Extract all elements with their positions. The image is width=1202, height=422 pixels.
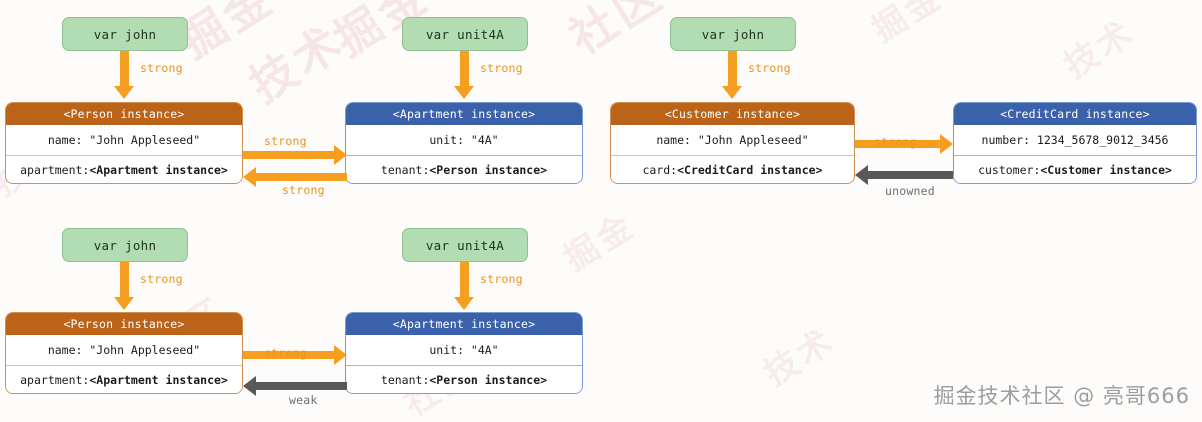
arrow-label-strong: strong	[748, 61, 791, 75]
row-key: customer:	[978, 162, 1041, 177]
row-value: <Customer instance>	[1040, 162, 1172, 177]
arrow-strong-customer-to-creditcard	[855, 134, 953, 154]
instance-row-customer: customer: <Customer instance>	[954, 154, 1196, 183]
var-box-john-3: var john	[62, 228, 188, 262]
arrow-head	[243, 167, 256, 187]
arrow-head	[334, 145, 347, 165]
arrow-shaft	[855, 140, 942, 148]
row-value: <Person instance>	[429, 162, 548, 177]
arrow-shaft	[120, 262, 129, 298]
var-box-unit4a-1: var unit4A	[402, 17, 528, 51]
bg-watermark: 掘金	[865, 0, 951, 51]
instance-box-person-2: <Person instance> name: "John Appleseed"…	[5, 312, 243, 394]
arrow-label-strong: strong	[874, 135, 917, 149]
var-box-unit4a-2: var unit4A	[402, 228, 528, 262]
row-key: tenant:	[380, 372, 430, 387]
var-box-john-1: var john	[62, 17, 188, 51]
arrow-label-strong: strong	[264, 346, 307, 360]
arrow-label-strong: strong	[480, 272, 523, 286]
instance-row-unit: unit: "4A"	[346, 125, 582, 155]
arrow-shaft	[728, 51, 737, 87]
arrow-strong-person-to-apartment-2	[243, 345, 347, 365]
instance-box-apartment-2: <Apartment instance> unit: "4A" tenant: …	[345, 312, 583, 394]
arrow-head	[454, 86, 474, 99]
instance-row-name: name: "John Appleseed"	[611, 125, 854, 155]
var-box-label: var john	[93, 237, 157, 253]
arrow-strong-unit4a-to-apartment-2	[454, 262, 475, 310]
row-key: apartment:	[20, 372, 90, 387]
row-key: apartment:	[20, 162, 90, 177]
instance-row-card: card: <CreditCard instance>	[611, 154, 854, 183]
arrow-head	[855, 165, 868, 185]
arrow-head	[334, 345, 347, 365]
bg-watermark: 技术	[757, 320, 843, 395]
instance-title: <Apartment instance>	[346, 313, 582, 335]
arrow-label-strong: strong	[282, 183, 325, 197]
arrow-label-strong: strong	[480, 61, 523, 75]
arrow-head	[114, 86, 134, 99]
arrow-strong-apartment-to-person-1	[243, 167, 347, 187]
arrow-head	[114, 297, 134, 310]
row-value: <Apartment instance>	[89, 372, 228, 387]
bg-watermark: 掘金	[557, 205, 643, 280]
arrow-shaft	[243, 351, 336, 359]
arrow-shaft	[460, 51, 469, 87]
arrow-head	[454, 297, 474, 310]
arrow-head	[243, 376, 256, 396]
arrow-label-strong: strong	[140, 272, 183, 286]
bg-watermark: 技术	[1057, 12, 1143, 87]
instance-row-unit: unit: "4A"	[346, 335, 582, 365]
instance-title: <Customer instance>	[611, 103, 854, 125]
arrow-strong-john-to-person-2	[114, 262, 135, 310]
instance-row-apartment: apartment: <Apartment instance>	[6, 154, 242, 183]
row-value: <Person instance>	[429, 372, 548, 387]
arrow-head	[940, 134, 953, 154]
arrow-label-strong: strong	[140, 61, 183, 75]
row-value: <Apartment instance>	[89, 162, 228, 177]
var-box-john-2: var john	[670, 17, 796, 51]
arrow-shaft	[120, 51, 129, 87]
instance-row-tenant: tenant: <Person instance>	[346, 364, 582, 393]
instance-row-apartment: apartment: <Apartment instance>	[6, 364, 242, 393]
arrow-strong-person-to-apartment-1	[243, 145, 347, 165]
row-key: tenant:	[380, 162, 430, 177]
instance-box-apartment-1: <Apartment instance> unit: "4A" tenant: …	[345, 102, 583, 184]
bg-watermark: 技术	[239, 14, 354, 113]
arrow-strong-unit4a-to-apartment-1	[454, 51, 475, 99]
arrow-shaft	[866, 171, 953, 179]
corner-watermark: 掘金技术社区 @ 亮哥666	[933, 384, 1190, 408]
instance-box-person-1: <Person instance> name: "John Appleseed"…	[5, 102, 243, 184]
arrow-strong-john-to-person-1	[114, 51, 135, 99]
arrow-label-weak: weak	[289, 393, 318, 407]
arrow-strong-john-to-customer	[722, 51, 743, 99]
var-box-label: var john	[701, 26, 765, 42]
instance-row-tenant: tenant: <Person instance>	[346, 154, 582, 183]
var-box-label: var john	[93, 26, 157, 42]
instance-row-name: name: "John Appleseed"	[6, 125, 242, 155]
instance-box-customer: <Customer instance> name: "John Applesee…	[610, 102, 855, 184]
instance-title: <Person instance>	[6, 103, 242, 125]
arrow-shaft	[460, 262, 469, 298]
instance-title: <Apartment instance>	[346, 103, 582, 125]
arrow-label-unowned: unowned	[885, 184, 935, 198]
arrow-head	[722, 86, 742, 99]
row-value: <CreditCard instance>	[677, 162, 823, 177]
var-box-label: var unit4A	[425, 26, 505, 42]
row-key: card:	[642, 162, 678, 177]
arrow-unowned-creditcard-to-customer	[855, 165, 953, 185]
arrow-shaft	[254, 382, 347, 390]
instance-title: <CreditCard instance>	[954, 103, 1196, 125]
arrow-label-strong: strong	[264, 134, 307, 148]
arrow-shaft	[243, 151, 336, 159]
instance-row-number: number: 1234_5678_9012_3456	[954, 125, 1196, 155]
instance-row-name: name: "John Appleseed"	[6, 335, 242, 365]
instance-box-creditcard: <CreditCard instance> number: 1234_5678_…	[953, 102, 1197, 184]
bg-watermark: 社区	[559, 0, 674, 65]
arrow-shaft	[254, 173, 347, 181]
instance-title: <Person instance>	[6, 313, 242, 335]
arrow-weak-apartment-to-person	[243, 376, 347, 396]
var-box-label: var unit4A	[425, 237, 505, 253]
